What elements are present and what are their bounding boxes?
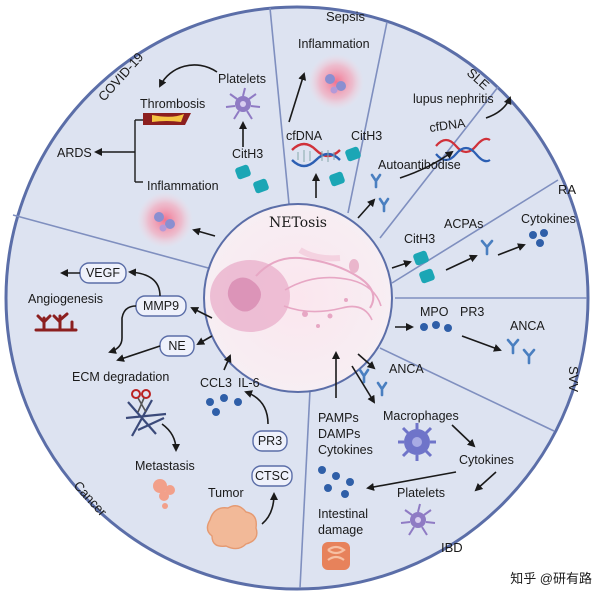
ibd-damps-label: DAMPs — [318, 427, 360, 441]
sepsis-sector: Inflammation cfDNA CitH3 — [286, 37, 382, 198]
cancer-ecm-label: ECM degradation — [72, 370, 169, 384]
metastasis-icon — [153, 479, 175, 509]
cancer-il6-label: IL-6 — [238, 376, 260, 390]
ibd-macrophages-label: Macrophages — [383, 409, 459, 423]
cancer-mmp9-label: MMP9 — [143, 299, 179, 313]
covid-thrombosis-label: Thrombosis — [140, 97, 205, 111]
sepsis-histone-icon — [329, 146, 361, 187]
cancer-ccl3-label: CCL3 — [200, 376, 232, 390]
angiogenesis-icon — [34, 312, 78, 332]
cancer-tumor-label: Tumor — [208, 486, 244, 500]
sle-lupus-label: lupus nephritis — [413, 92, 494, 106]
cancer-ne-label: NE — [168, 339, 185, 353]
section-title-svv: SVV — [566, 366, 581, 392]
thrombosis-vessel-icon — [143, 113, 191, 125]
ra-acpas-label: ACPAs — [444, 217, 483, 231]
covid-platelets-label: Platelets — [218, 72, 266, 86]
svv-sector: MPO PR3 ANCA — [395, 305, 545, 365]
ibd-cytokine-icon — [318, 466, 354, 498]
svv-antibody-icon — [506, 338, 536, 365]
sepsis-cith3-label: CitH3 — [351, 129, 382, 143]
tumor-icon — [206, 505, 258, 550]
cancer-cytokine-icon — [206, 394, 242, 416]
ibd-pamps-label: PAMPs — [318, 411, 359, 425]
ra-histone-icon — [413, 250, 435, 284]
ibd-intestinal-label-2: damage — [318, 523, 363, 537]
netosis-title: NETosis — [269, 215, 327, 231]
cancer-sector: VEGF MMP9 NE Angiogenesis ECM degradatio… — [28, 262, 293, 550]
cancer-ctsc-label: CTSC — [255, 469, 289, 483]
ibd-anca-label: ANCA — [389, 362, 424, 376]
cancer-pr3-label: PR3 — [258, 434, 282, 448]
ibd-cytokines-left-label: Cytokines — [318, 443, 373, 457]
ibd-sector: ANCA PAMPs DAMPs Cytokines Macrophages C… — [318, 351, 514, 570]
ibd-platelet-icon — [400, 503, 436, 536]
svv-pr3-label: PR3 — [460, 305, 484, 319]
ra-antibody-icon — [480, 239, 494, 256]
sle-autoantibody-label: Autoantibodise — [378, 158, 461, 172]
ecm-scissors-icon — [125, 389, 167, 437]
covid-inflammation-label: Inflammation — [147, 179, 219, 193]
histone-icon — [235, 164, 269, 194]
ibd-cytokines-label: Cytokines — [459, 453, 514, 467]
ra-sector: CitH3 ACPAs Cytokines — [391, 212, 576, 284]
ibd-antibody-icon — [358, 368, 388, 397]
sector-dividers — [12, 7, 587, 589]
platelet-icon — [225, 87, 261, 120]
svv-cytokine-icon — [420, 321, 452, 332]
sle-sector: lupus nephritis cfDNA Autoantibodise — [357, 92, 512, 219]
section-title-sepsis: Sepsis — [326, 9, 366, 24]
covid-cith3-label: CitH3 — [232, 147, 263, 161]
sepsis-cfdna-label: cfDNA — [286, 129, 323, 143]
inflammation-icon — [137, 192, 193, 248]
sepsis-inflammation-label: Inflammation — [298, 37, 370, 51]
ibd-intestinal-label-1: Intestinal — [318, 507, 368, 521]
covid-sector: Platelets CitH3 Thrombosis ARDS Inflamma… — [57, 64, 269, 248]
sle-dna-icon — [435, 137, 491, 163]
section-title-ibd: IBD — [441, 540, 463, 555]
ibd-platelets-label: Platelets — [397, 486, 445, 500]
cancer-ctsc-box — [251, 465, 293, 487]
neutrophil-illustration — [210, 247, 382, 332]
macrophage-icon — [398, 423, 436, 461]
ra-cytokines-label: Cytokines — [521, 212, 576, 226]
sepsis-inflammation-icon — [308, 54, 364, 110]
sle-antibody-icon — [370, 173, 390, 213]
intestine-icon — [322, 542, 350, 570]
cancer-vegf-label: VEGF — [86, 266, 120, 280]
svv-mpo-label: MPO — [420, 305, 449, 319]
ra-cytokine-icon — [529, 229, 548, 247]
section-title-ra: RA — [558, 182, 576, 197]
ra-cith3-label: CitH3 — [404, 232, 435, 246]
covid-ards-label: ARDS — [57, 146, 92, 160]
sle-cfdna-label: cfDNA — [428, 116, 466, 135]
watermark-text: 知乎 @研有路 — [510, 571, 592, 586]
dna-icon — [291, 142, 341, 168]
cancer-metastasis-label: Metastasis — [135, 459, 195, 473]
svv-anca-label: ANCA — [510, 319, 545, 333]
netosis-center — [203, 203, 393, 393]
cancer-pr3-box — [252, 430, 288, 452]
cancer-angiogenesis-label: Angiogenesis — [28, 292, 103, 306]
